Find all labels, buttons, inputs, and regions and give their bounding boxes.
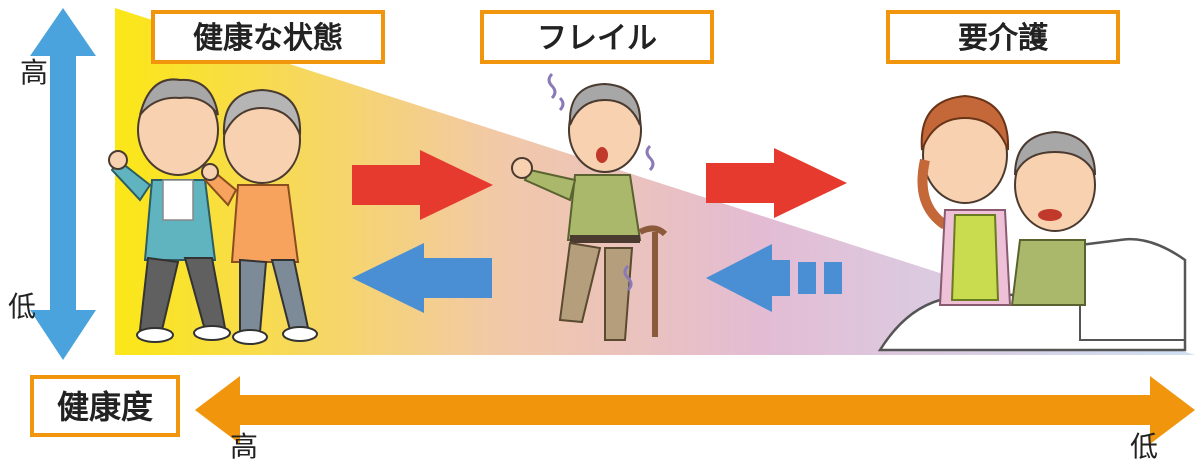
healthy-walking-couple-illustration: [108, 78, 318, 345]
recovery-arrow-2-dashed: [706, 244, 842, 312]
stage-label-care: 要介護: [958, 21, 1049, 56]
health-degree-title: 健康度: [57, 388, 153, 426]
decline-arrow-1: [352, 150, 493, 220]
health-axis-high-label: 高: [230, 430, 258, 460]
vertical-axis-high-label: 高: [20, 56, 48, 89]
care-scene-illustration: [877, 94, 1187, 352]
frail-elderly-man-illustration: [511, 72, 668, 341]
stage-box-frail: [480, 10, 714, 64]
stage-label-frail: フレイル: [537, 21, 657, 56]
vertical-axis-arrow: [30, 8, 96, 360]
health-degree-box: [30, 375, 180, 437]
stage-label-healthy: 健康な状態: [193, 21, 343, 56]
stage-box-care: [886, 10, 1120, 64]
stage-box-healthy: [151, 10, 385, 64]
vertical-axis-low-label: 低: [8, 290, 36, 323]
decline-arrow-2: [706, 148, 847, 218]
recovery-arrow-1: [352, 243, 492, 313]
health-axis-low-label: 低: [1130, 430, 1158, 460]
health-axis-arrow: [195, 376, 1195, 444]
